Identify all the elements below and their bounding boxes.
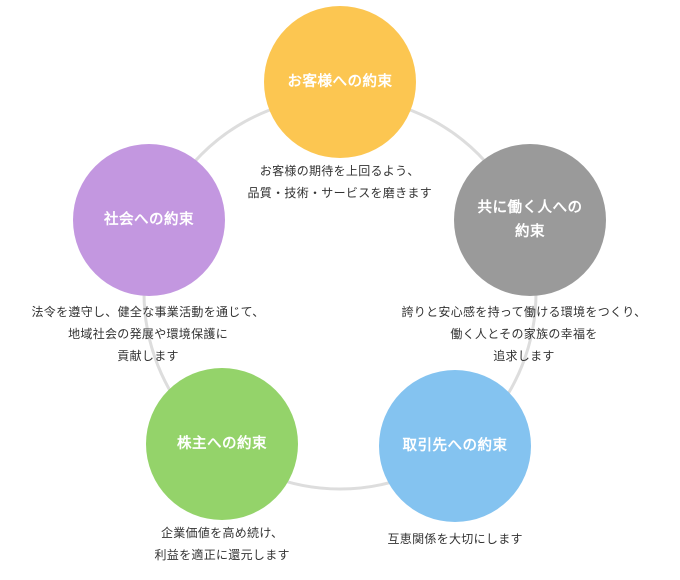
promise-circle-customer: [264, 6, 416, 158]
promise-circle-colleague: [454, 144, 606, 296]
promise-description-partner: 互恵関係を大切にします: [388, 528, 523, 550]
promise-description-line: 企業価値を高め続け、: [160, 526, 284, 540]
promise-description-line: 法令を遵守し、健全な事業活動を通じて、: [31, 305, 265, 319]
promise-description-line: 働く人とその家族の幸福を: [450, 327, 598, 341]
promise-node-partner: 取引先への約束: [379, 370, 531, 522]
promise-description-colleague: 誇りと安心感を持って働ける環境をつくり、働く人とその家族の幸福を追求します: [402, 301, 647, 367]
promise-node-society: 社会への約束: [73, 144, 225, 296]
promise-description-line: 誇りと安心感を持って働ける環境をつくり、: [401, 305, 647, 319]
promise-circle-society: [73, 144, 225, 296]
promise-description-shareholder: 企業価値を高め続け、利益を適正に還元します: [155, 522, 290, 566]
promise-title-customer: お客様への約束: [288, 72, 393, 90]
promise-description-line: 品質・技術・サービスを磨きます: [247, 186, 433, 200]
promise-description-line: お客様の期待を上回るよう、: [259, 164, 420, 178]
promise-circle-partner: [379, 370, 531, 522]
promise-description-customer: お客様の期待を上回るよう、品質・技術・サービスを磨きます: [248, 160, 433, 204]
promise-node-customer: お客様への約束: [264, 6, 416, 158]
promise-title-partner: 取引先への約束: [403, 436, 508, 454]
promise-description-society: 法令を遵守し、健全な事業活動を通じて、地域社会の発展や環境保護に貢献します: [32, 301, 265, 367]
promise-circle-shareholder: [146, 368, 298, 520]
promise-title-society: 社会への約束: [103, 210, 194, 228]
promise-description-line: 地域社会の発展や環境保護に: [68, 327, 228, 341]
promise-description-line: 追求します: [493, 349, 555, 363]
promise-description-line: 利益を適正に還元します: [154, 548, 290, 562]
promise-node-shareholder: 株主への約束: [146, 368, 298, 520]
promise-description-line: 互恵関係を大切にします: [387, 532, 523, 546]
promise-title-colleague: 共に働く人への: [478, 198, 583, 216]
promise-title-colleague: 約束: [515, 222, 545, 240]
promise-description-line: 貢献します: [117, 349, 179, 363]
promise-title-shareholder: 株主への約束: [177, 434, 267, 452]
